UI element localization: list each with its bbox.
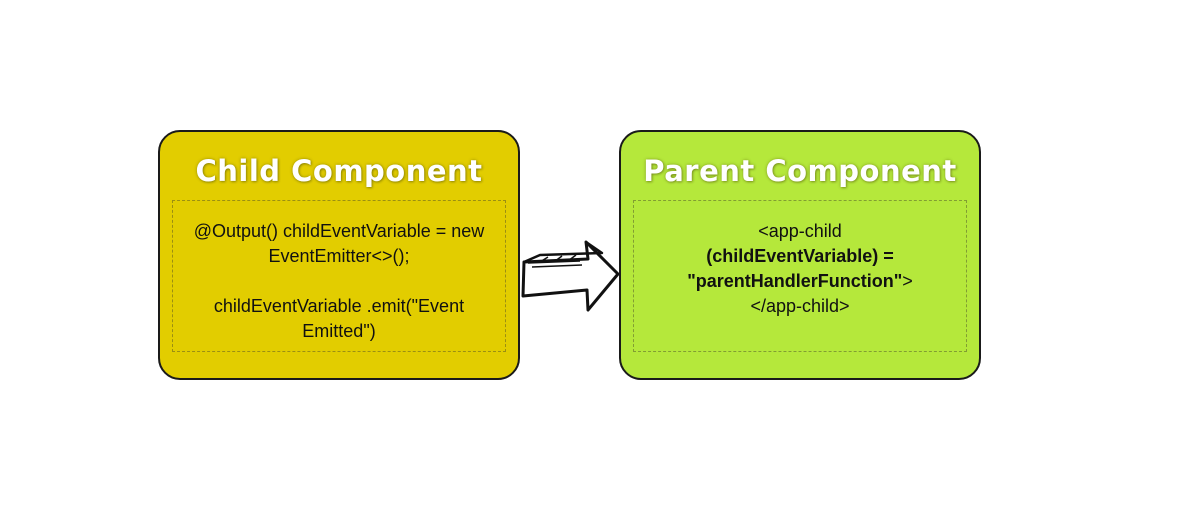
child-code-line: Emitted") bbox=[302, 321, 376, 341]
parent-component-title: Parent Component bbox=[643, 154, 957, 188]
child-code-line: @Output() childEventVariable = new bbox=[193, 221, 485, 241]
parent-code-line: <app-child bbox=[758, 221, 842, 241]
child-code-line: childEventVariable .emit("Event bbox=[213, 296, 465, 316]
parent-component-box: Parent Component <app-child (childEventV… bbox=[619, 130, 981, 380]
child-component-title: Child Component bbox=[195, 154, 483, 188]
child-component-box: Child Component @Output() childEventVari… bbox=[158, 130, 520, 380]
parent-code-line-bold: (childEventVariable) = bbox=[706, 246, 894, 266]
parent-code-line: "parentHandlerFunction"> bbox=[687, 269, 913, 294]
right-arrow-icon bbox=[521, 240, 620, 312]
child-code-block: @Output() childEventVariable = new Event… bbox=[172, 200, 506, 352]
child-code-line: EventEmitter<>(); bbox=[268, 246, 410, 266]
parent-handler-name: "parentHandlerFunction" bbox=[687, 271, 903, 291]
parent-code-line: </app-child> bbox=[750, 296, 850, 316]
parent-code-block: <app-child (childEventVariable) = "paren… bbox=[633, 200, 967, 352]
parent-tag-close: > bbox=[902, 271, 913, 291]
